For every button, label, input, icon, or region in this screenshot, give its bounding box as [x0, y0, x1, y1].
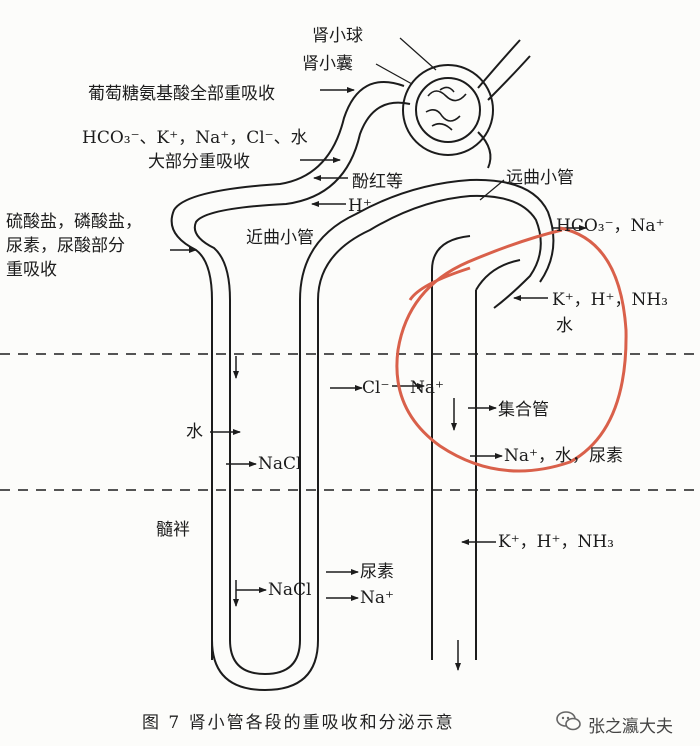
label-urea: 尿素 — [360, 562, 394, 582]
label-water-2: 水 — [186, 422, 203, 442]
henle-loop-inner — [229, 639, 301, 676]
proximal-tubule-inner — [193, 101, 411, 640]
label-water-1: 水 — [556, 316, 573, 336]
label-k-h-nh3-1: K⁺，H⁺，NH₃ — [552, 290, 668, 310]
ascending-limb-inner — [299, 178, 555, 640]
label-na-2: Na⁺ — [360, 588, 394, 608]
label-phenol-red: 酚红等 — [352, 172, 403, 192]
label-proximal: 近曲小管 — [246, 228, 314, 248]
highlight-circle — [395, 226, 628, 473]
label-ions-1: HCO₃⁻、K⁺，Na⁺，Cl⁻、水 — [82, 128, 308, 148]
label-cl: Cl⁻ — [362, 378, 390, 398]
label-na-water-urea: Na⁺，水，尿素 — [504, 446, 623, 466]
henle-loop-bottom — [211, 639, 319, 692]
watermark: 张之瀛大夫 — [588, 717, 673, 737]
ascending-limb-outer — [317, 194, 542, 640]
label-nacl-2: NaCl — [268, 580, 312, 600]
wechat-icon — [556, 710, 582, 732]
label-glomerulus: 肾小球 — [312, 26, 363, 46]
label-sulfate-1: 硫酸盐，磷酸盐， — [6, 212, 142, 232]
figure-caption: 图 7 肾小管各段的重吸收和分泌示意 — [142, 713, 455, 733]
label-sulfate-2: 尿素，尿酸部分 — [6, 236, 125, 256]
glomerulus-loops — [425, 86, 467, 131]
label-glucose: 葡萄糖氨基酸全部重吸收 — [88, 84, 275, 104]
label-k-h-nh3-2: K⁺，H⁺，NH₃ — [498, 532, 614, 552]
glomerulus-capillaries — [415, 77, 481, 143]
label-distal: 远曲小管 — [506, 168, 574, 188]
label-na-1: Na⁺ — [410, 378, 444, 398]
collecting-duct-join — [431, 235, 521, 291]
bowman-capsule — [402, 64, 494, 156]
label-ions-1b: 大部分重吸收 — [148, 152, 250, 172]
label-nacl-1: NaCl — [258, 454, 302, 474]
label-capsule: 肾小囊 — [302, 54, 353, 74]
efferent-arteriole — [477, 131, 492, 169]
label-h-plus-1: H⁺ — [348, 196, 372, 216]
label-sulfate-3: 重吸收 — [6, 260, 57, 280]
label-hco3-na: HCO₃⁻，Na⁺ — [556, 216, 665, 236]
label-medulla: 髓袢 — [156, 520, 190, 540]
label-collecting: 集合管 — [498, 400, 549, 420]
afferent-arteriole — [477, 39, 531, 101]
